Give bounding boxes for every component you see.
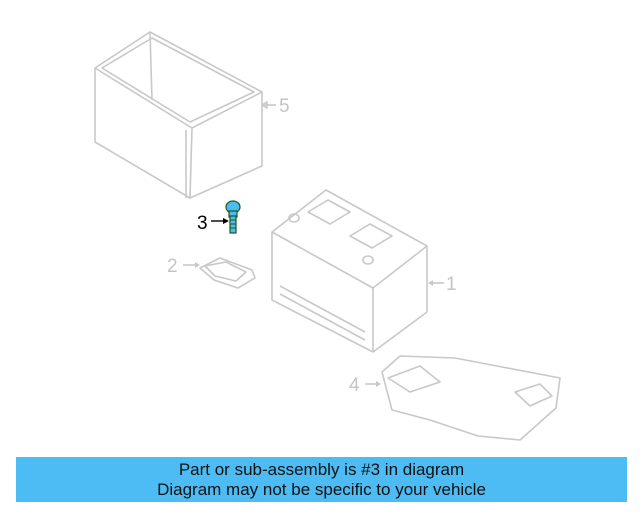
part-3-bolt[interactable] [225, 200, 241, 234]
banner-part-reference: Part or sub-assembly is #3 in diagram [178, 460, 465, 479]
part-4-tray[interactable] [381, 355, 561, 441]
svg-text:5: 5 [279, 96, 290, 117]
callout-2[interactable]: 2 [167, 256, 200, 277]
part-1-battery[interactable] [271, 189, 428, 353]
part-2-clamp[interactable] [199, 257, 256, 289]
callout-4[interactable]: 4 [349, 375, 381, 396]
svg-text:4: 4 [349, 375, 360, 396]
part-5-battery-box[interactable] [94, 31, 263, 199]
svg-text:1: 1 [446, 274, 457, 295]
callout-5[interactable]: 5 [261, 96, 290, 117]
svg-text:2: 2 [167, 256, 178, 277]
info-banner: Part or sub-assembly is #3 in diagram Di… [16, 457, 627, 502]
banner-disclaimer: Diagram may not be specific to your vehi… [157, 480, 486, 499]
callout-1[interactable]: 1 [428, 274, 457, 295]
svg-text:3: 3 [197, 213, 208, 234]
callout-3[interactable]: 3 [197, 213, 229, 234]
